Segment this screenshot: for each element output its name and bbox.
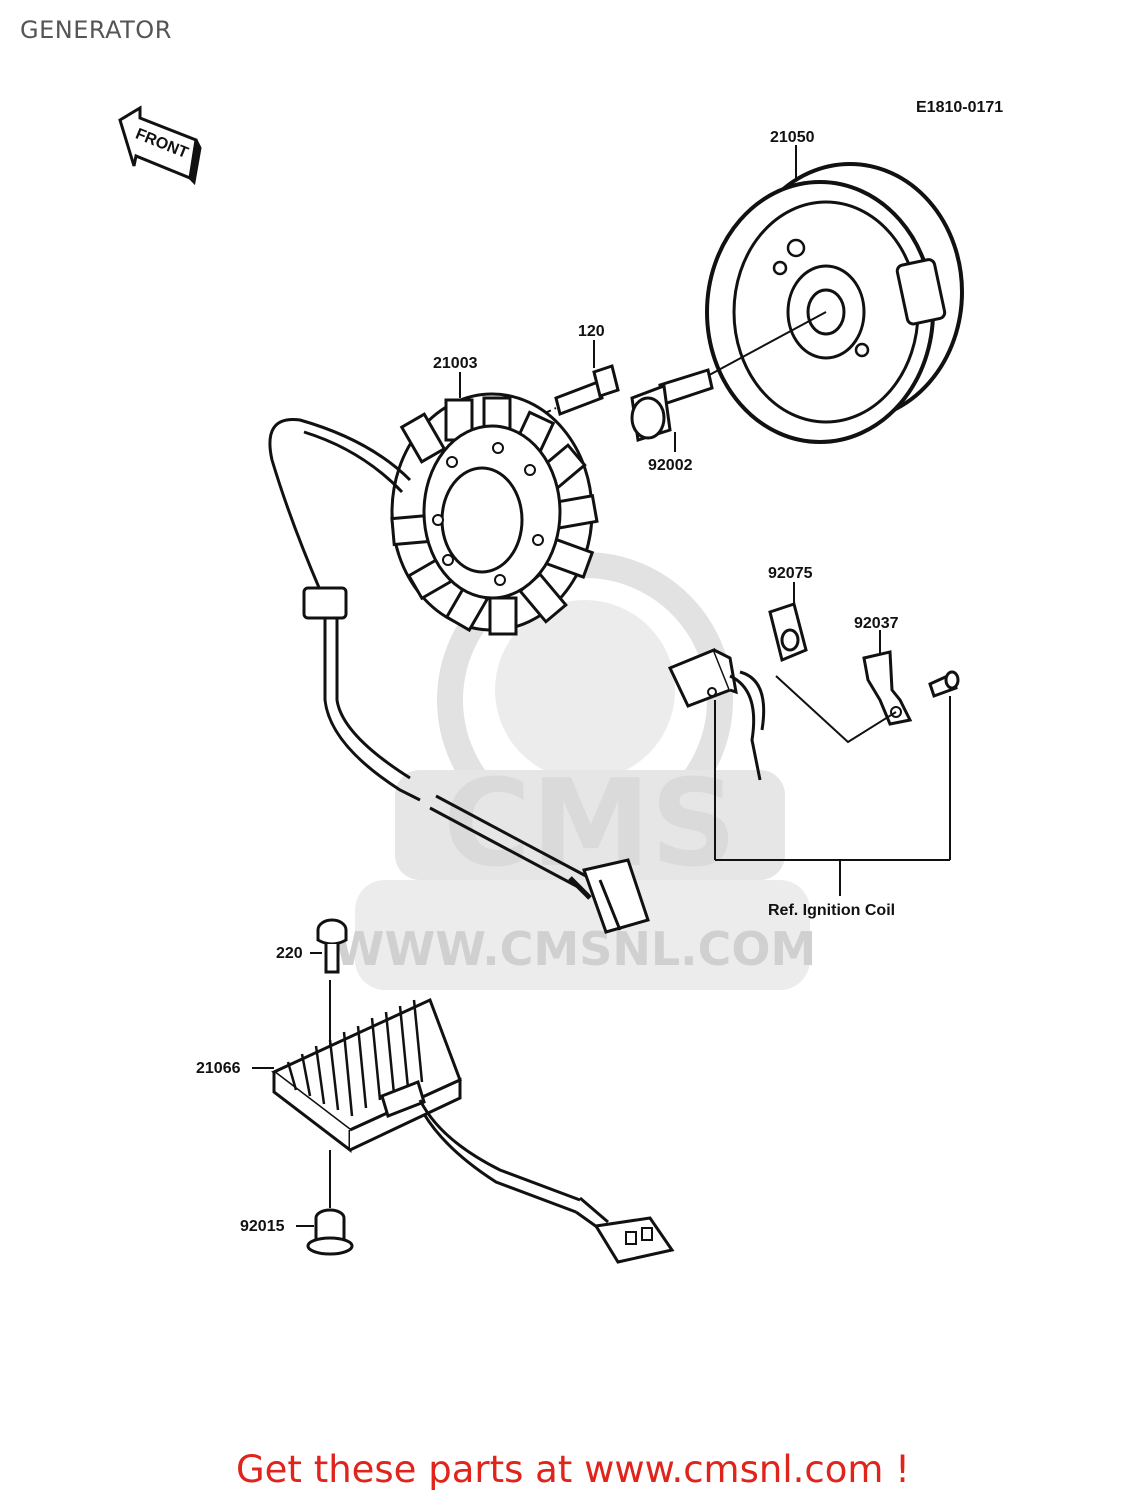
rotor-flywheel xyxy=(705,162,964,444)
part-label-21050: 21050 xyxy=(770,129,815,146)
ref-ignition-bracket xyxy=(714,675,951,896)
part-label-21066: 21066 xyxy=(196,1060,241,1077)
regulator-screw xyxy=(316,918,348,974)
regulator-harness xyxy=(418,1099,675,1264)
part-label-92037: 92037 xyxy=(854,615,899,632)
part-label-21003: 21003 xyxy=(433,355,478,372)
part-label-220: 220 xyxy=(276,945,303,962)
stator-coil xyxy=(390,392,599,636)
generator-diagram: CMS WWW.CMSNL.COM FRONT E1810-0171 21050… xyxy=(118,99,1003,1264)
part-label-92075: 92075 xyxy=(768,565,813,582)
pickup-coil xyxy=(667,648,766,781)
clamp-92037 xyxy=(862,650,913,726)
cta-link[interactable]: Get these parts at www.cmsnl.com ! xyxy=(235,1448,910,1491)
regulator-rectifier xyxy=(271,997,462,1154)
part-label-92002: 92002 xyxy=(648,457,693,474)
stator-harness xyxy=(268,418,650,934)
stator-screw xyxy=(554,364,620,417)
page-title: GENERATOR xyxy=(20,16,172,44)
front-arrow-icon: FRONT xyxy=(118,105,202,186)
part-label-92015: 92015 xyxy=(240,1218,285,1235)
collar-92015 xyxy=(306,1208,354,1256)
rotor-bolt xyxy=(630,368,714,442)
grommet-92075 xyxy=(768,602,808,663)
cms-watermark: CMS WWW.CMSNL.COM xyxy=(334,552,817,990)
diagram-code: E1810-0171 xyxy=(916,99,1003,116)
part-label-120: 120 xyxy=(578,323,605,340)
pickup-screw xyxy=(928,670,960,698)
watermark-url-text: WWW.CMSNL.COM xyxy=(334,922,817,976)
ref-ignition-label: Ref. Ignition Coil xyxy=(768,902,895,919)
